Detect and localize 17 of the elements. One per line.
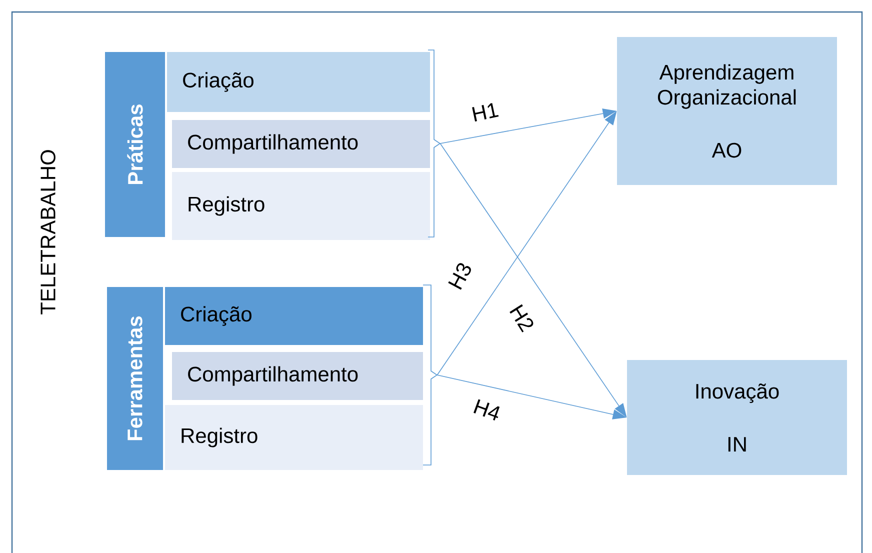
row-box: Compartilhamento: [172, 120, 430, 168]
axis-label: TELETRABALHO: [40, 150, 56, 314]
row-box: Criação: [165, 287, 423, 345]
row-box: Criação: [167, 52, 430, 112]
edge-label: H2: [507, 301, 537, 335]
concept-box: Aprendizagem Organizacional AO: [617, 37, 837, 185]
row-box: Compartilhamento: [172, 352, 423, 400]
bracket: [428, 50, 441, 238]
row-box: Registro: [172, 172, 430, 240]
edge-label: H4: [470, 397, 504, 423]
concept-box: Inovação IN: [627, 360, 847, 475]
row-box: Registro: [165, 404, 423, 470]
bracket: [422, 284, 438, 466]
edge-label: H3: [446, 259, 474, 293]
group-label: Ferramentas: [107, 287, 163, 470]
group-label: Práticas: [105, 52, 165, 237]
edge-label: H1: [469, 100, 501, 124]
